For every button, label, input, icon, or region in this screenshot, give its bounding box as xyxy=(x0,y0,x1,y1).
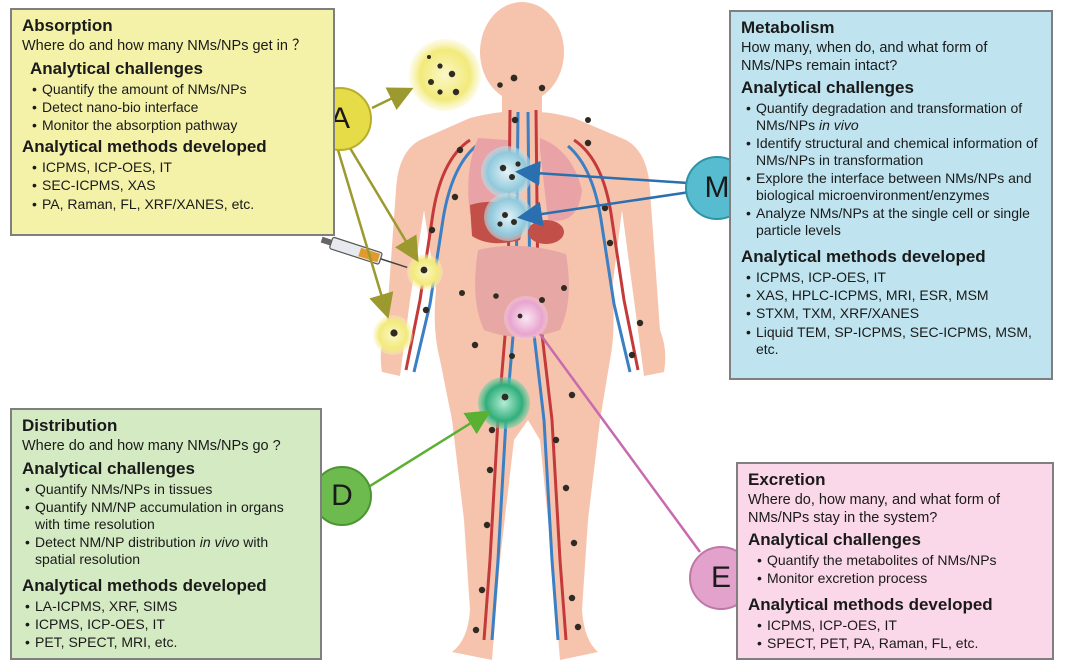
item-italic: in vivo xyxy=(819,116,859,133)
lung-right xyxy=(540,138,582,221)
absorption-challenges-heading: Analytical challenges xyxy=(30,58,203,78)
absorption-challenges-list: Quantify the amount of NMs/NPs Detect na… xyxy=(31,81,323,134)
distribution-panel: Distribution Where do and how many NMs/N… xyxy=(10,408,322,660)
excretion-panel: Excretion Where do, how many, and what f… xyxy=(736,462,1054,660)
list-item: Monitor excretion process xyxy=(756,570,1042,587)
list-item: SEC-ICPMS, XAS xyxy=(31,177,323,194)
metabolism-challenges-heading: Analytical challenges xyxy=(741,78,914,98)
list-item: PET, SPECT, MRI, etc. xyxy=(24,634,310,651)
list-item: Quantify NMs/NPs in tissues xyxy=(24,481,310,498)
excretion-challenges-list: Quantify the metabolites of NMs/NPs Moni… xyxy=(756,552,1042,587)
absorption-methods-list: ICPMS, ICP-OES, IT SEC-ICPMS, XAS PA, Ra… xyxy=(31,159,323,212)
arrow-a-to-bubble xyxy=(371,87,414,110)
stomach xyxy=(528,220,564,244)
list-item: PA, Raman, FL, XRF/XANES, etc. xyxy=(31,196,323,213)
metabolism-panel: Metabolism How many, when do, and what f… xyxy=(729,10,1053,380)
list-item: ICPMS, ICP-OES, IT xyxy=(745,269,1041,286)
distribution-challenges-list: Quantify NMs/NPs in tissues Quantify NM/… xyxy=(24,481,310,568)
distribution-challenges-heading: Analytical challenges xyxy=(22,458,195,478)
arrow-a-to-skin xyxy=(336,149,394,319)
distribution-bubble xyxy=(478,377,530,429)
metabolism-challenges-list: Quantify degradation and transformation … xyxy=(745,100,1041,239)
distribution-question: Where do and how many NMs/NPs go ? xyxy=(22,438,281,455)
excretion-methods-heading: Analytical methods developed xyxy=(748,595,993,615)
item-text: Quantify degradation and transformation … xyxy=(756,100,1023,133)
item-italic: in vivo xyxy=(199,534,240,551)
list-item: STXM, TXM, XRF/XANES xyxy=(745,305,1041,322)
list-item: LA-ICPMS, XRF, SIMS xyxy=(24,598,310,615)
absorption-bubble-large xyxy=(409,39,481,111)
connector-arrows xyxy=(336,87,702,553)
arrow-m-to-liver xyxy=(517,190,691,227)
list-item: Liquid TEM, SP-ICPMS, SEC-ICPMS, MSM, et… xyxy=(745,324,1041,358)
list-item: Detect NM/NP distribution in vivo with s… xyxy=(24,534,310,568)
metabolism-question: How many, when do, and what form of NMs/… xyxy=(741,40,988,74)
list-item: Identify structural and chemical informa… xyxy=(745,135,1041,169)
absorption-methods-heading: Analytical methods developed xyxy=(22,137,267,157)
particle-bubbles xyxy=(373,39,548,429)
absorption-panel: Absorption Where do and how many NMs/NPs… xyxy=(10,8,335,236)
list-item: SPECT, PET, PA, Raman, FL, etc. xyxy=(756,635,1042,652)
list-item: Monitor the absorption pathway xyxy=(31,117,323,134)
list-item: Explore the interface between NMs/NPs an… xyxy=(745,170,1041,204)
list-item: Quantify NM/NP accumulation in organs wi… xyxy=(24,499,310,533)
metabolism-methods-list: ICPMS, ICP-OES, IT XAS, HPLC-ICPMS, MRI,… xyxy=(745,269,1041,357)
distribution-title: Distribution xyxy=(22,416,118,435)
item-text: Detect NM/NP distribution xyxy=(35,534,200,551)
distribution-methods-heading: Analytical methods developed xyxy=(22,575,267,595)
list-item: ICPMS, ICP-OES, IT xyxy=(31,159,323,176)
excretion-bubble xyxy=(504,296,548,340)
arrow-a-to-injection xyxy=(348,147,419,263)
list-item: Analyze NMs/NPs at the single cell or si… xyxy=(745,205,1041,239)
line-e-to-bubble xyxy=(538,333,702,553)
list-item: Quantify degradation and transformation … xyxy=(745,100,1041,134)
distribution-methods-list: LA-ICPMS, XRF, SIMS ICPMS, ICP-OES, IT P… xyxy=(24,598,310,651)
absorption-question: Where do and how many NMs/NPs get in ？ xyxy=(22,38,307,55)
list-item: ICPMS, ICP-OES, IT xyxy=(24,616,310,633)
excretion-question: Where do, how many, and what form of NMs… xyxy=(748,492,1000,526)
metabolism-title: Metabolism xyxy=(741,18,835,37)
metabolism-methods-heading: Analytical methods developed xyxy=(741,246,986,266)
item-text-after: with spatial resolution xyxy=(35,534,269,567)
list-item: XAS, HPLC-ICPMS, MRI, ESR, MSM xyxy=(745,287,1041,304)
list-item: Detect nano-bio interface xyxy=(31,99,323,116)
absorption-title: Absorption xyxy=(22,16,113,35)
excretion-title: Excretion xyxy=(748,470,826,489)
arrow-m-to-lung xyxy=(515,160,689,186)
excretion-methods-list: ICPMS, ICP-OES, IT SPECT, PET, PA, Raman… xyxy=(756,617,1042,652)
nanoparticle-dots xyxy=(390,55,644,634)
list-item: Quantify the amount of NMs/NPs xyxy=(31,81,323,98)
list-item: ICPMS, ICP-OES, IT xyxy=(756,617,1042,634)
list-item: Quantify the metabolites of NMs/NPs xyxy=(756,552,1042,569)
excretion-challenges-heading: Analytical challenges xyxy=(748,530,921,550)
arrow-d-to-bubble xyxy=(369,410,492,488)
